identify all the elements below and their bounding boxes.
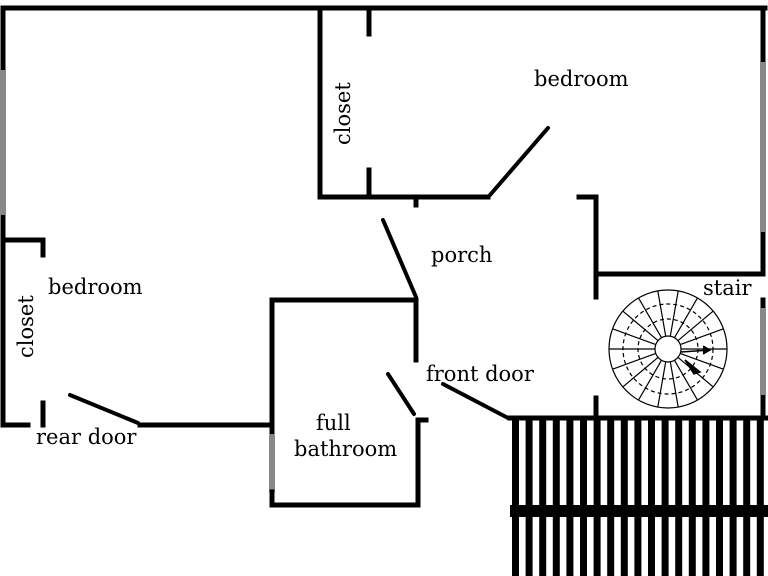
front-door-swing <box>441 382 510 420</box>
deck <box>507 415 768 576</box>
stair-ring <box>622 303 714 395</box>
stair-label: stair <box>703 276 752 300</box>
deck-board <box>580 420 587 576</box>
deck-board <box>607 420 615 576</box>
stair-tread <box>669 361 679 408</box>
stair-tread <box>679 352 724 370</box>
outer-walls <box>0 5 768 428</box>
stair-tread <box>673 359 699 401</box>
deck-board <box>716 420 723 576</box>
deck-board <box>756 420 764 576</box>
deck-board <box>525 420 533 576</box>
stair-tread <box>679 328 724 346</box>
deck-board <box>566 420 574 576</box>
deck-board <box>675 420 683 576</box>
bedroom-left-label: bedroom <box>48 275 143 299</box>
stair-tread <box>622 310 659 342</box>
stair-tread <box>677 310 714 342</box>
stair-tread <box>622 356 659 388</box>
deck-board <box>620 420 628 576</box>
stair-tread <box>657 290 667 337</box>
stair-ring <box>637 318 699 380</box>
rear-door-label: rear door <box>36 425 137 449</box>
rear-door-swing <box>68 393 140 425</box>
windows <box>0 62 766 492</box>
spiral-staircase <box>608 289 728 409</box>
closet-left-label: closet <box>14 295 38 358</box>
front-door-label: front door <box>426 362 535 386</box>
deck-board <box>539 420 547 576</box>
deck-board <box>661 420 669 576</box>
deck-board <box>512 420 519 576</box>
stair-inner-circle <box>654 335 682 363</box>
stair-tread <box>657 361 667 408</box>
left-closet-walls <box>0 237 46 428</box>
deck-board <box>593 420 601 576</box>
deck-board <box>688 420 696 576</box>
deck-board <box>552 420 560 576</box>
deck-beam <box>510 505 768 517</box>
stair-walls <box>576 194 766 418</box>
stair-tread <box>637 297 663 339</box>
stair-tread <box>669 290 679 337</box>
upper-bedroom-walls <box>317 5 491 208</box>
bathroom-walls <box>137 297 429 508</box>
deck-board <box>743 420 751 576</box>
deck-board <box>729 420 737 576</box>
door-swings <box>68 126 550 425</box>
stair-tread <box>637 359 663 401</box>
deck-board <box>634 420 642 576</box>
stair-tread <box>612 328 657 346</box>
bathroom-door <box>386 372 416 416</box>
bedroom-upper-label: bedroom <box>534 67 629 91</box>
porch-door <box>381 218 418 299</box>
upper-bedroom-door <box>488 126 550 197</box>
closet-upper-label: closet <box>331 82 355 145</box>
bathroom-label-line1: full <box>316 411 351 435</box>
deck-board <box>702 420 710 576</box>
porch-label: porch <box>431 243 492 267</box>
stair-direction-arrow-icon <box>680 345 712 375</box>
stair-tread <box>673 297 699 339</box>
deck-board <box>648 420 655 576</box>
stair-tread <box>612 352 657 370</box>
bathroom-label-line2: bathroom <box>294 437 397 461</box>
